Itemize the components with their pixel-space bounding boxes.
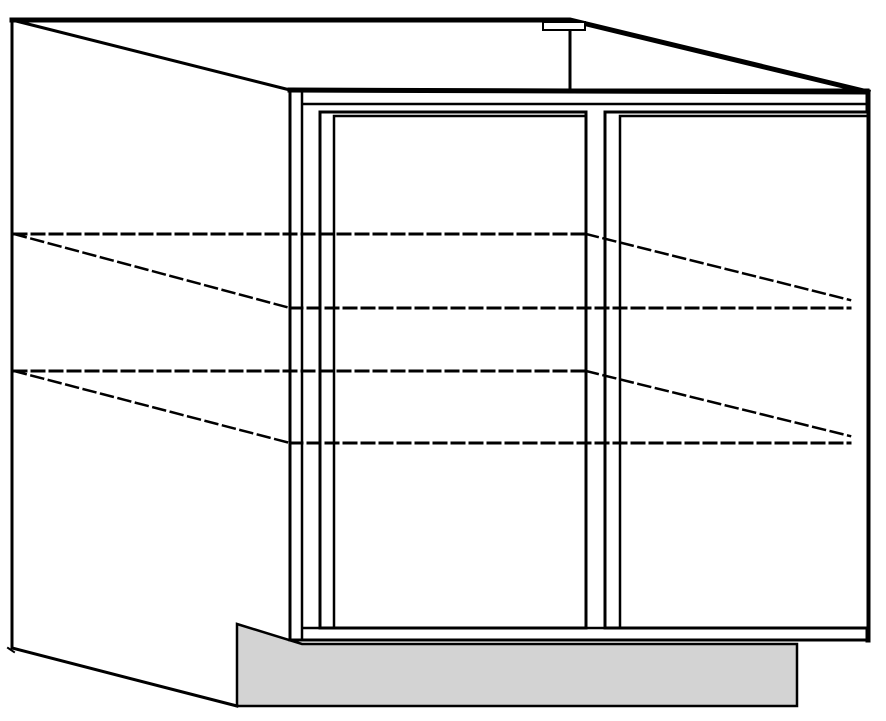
lower-shelf-right-edge — [584, 369, 852, 438]
toe-kick — [235, 622, 799, 708]
upper-shelf-left-edge — [12, 232, 292, 310]
right-door-edge — [618, 114, 868, 628]
back-stile-cap — [542, 21, 586, 31]
right-door — [603, 110, 870, 630]
left-door-edge — [332, 114, 588, 628]
left-side-bottom-mark — [6, 646, 16, 654]
upper-shelf-right-edge — [584, 232, 852, 302]
left-side-panel — [10, 18, 292, 708]
lower-shelf-left-edge — [12, 369, 292, 445]
